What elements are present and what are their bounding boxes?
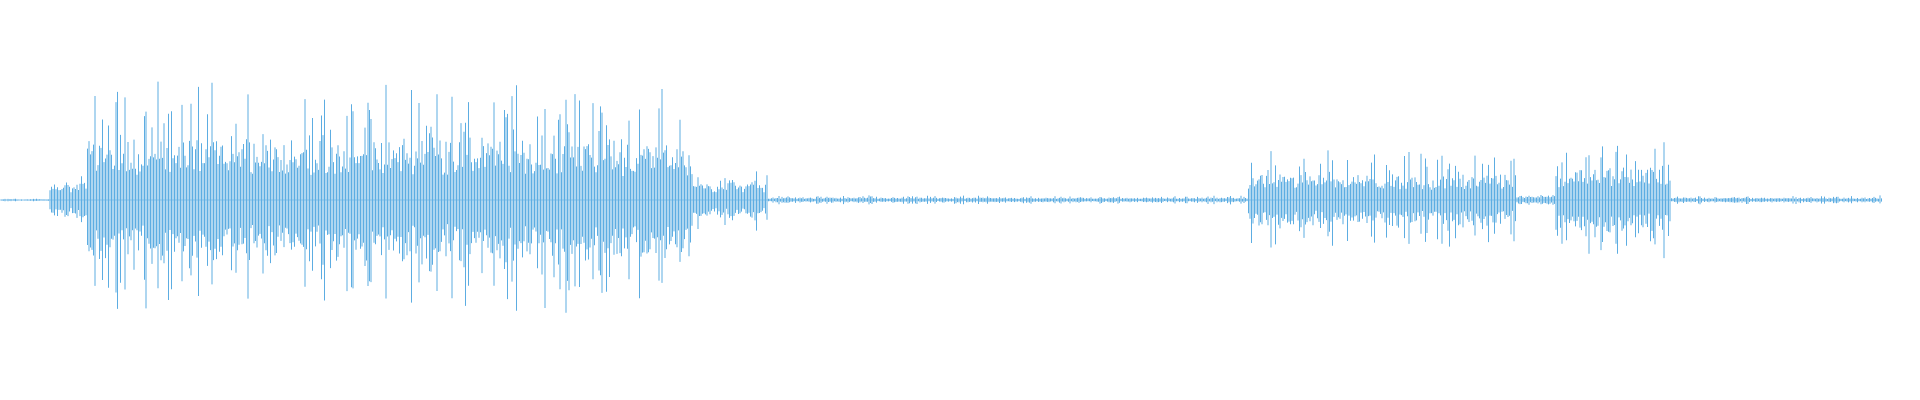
waveform-samples (1, 81, 1882, 313)
waveform-path (1, 81, 1882, 313)
